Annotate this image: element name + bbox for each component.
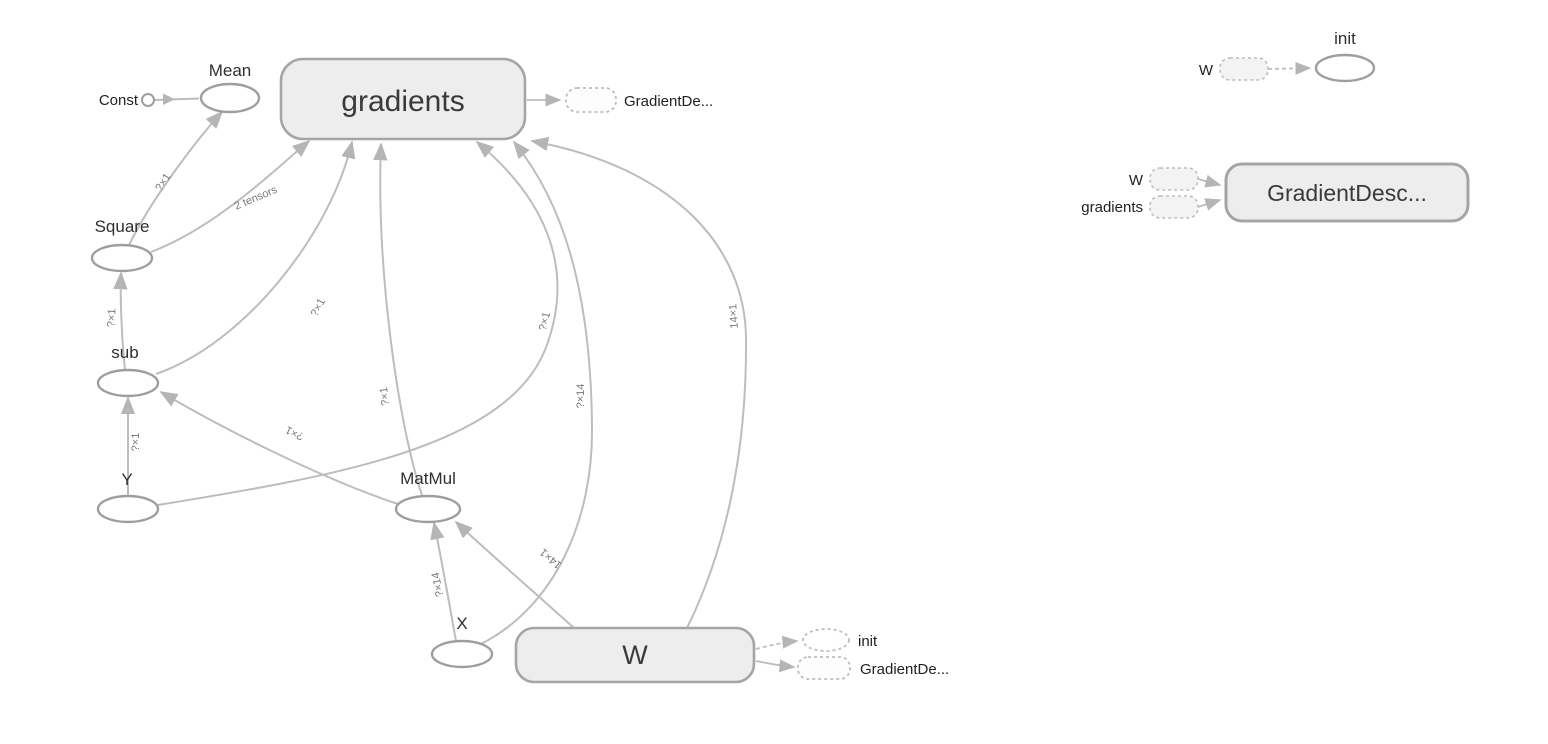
edge-label-matmul-sub: ?×1 (284, 423, 306, 442)
aux-gradientdescent-group[interactable]: W gradients GradientDesc... (1081, 162, 1470, 223)
edge-label-x-gradients: ?×14 (575, 384, 587, 409)
edge-label-sub-square: ?×1 (106, 308, 119, 327)
edge-label-w-gradients: 14×1 (727, 303, 741, 329)
w-gd-label: GradientDe... (860, 661, 949, 678)
edge-x-gradients (478, 140, 594, 646)
node-const-label: Const (99, 92, 139, 109)
node-gradients-label: gradients (341, 85, 464, 118)
node-sub[interactable]: sub (96, 343, 160, 398)
node-const-shape[interactable] (141, 93, 155, 107)
aux-gd-label: GradientDesc... (1267, 180, 1427, 206)
w-init-label: init (858, 633, 878, 650)
edge-matmul-gradients (373, 142, 423, 496)
node-x-label: X (456, 614, 467, 633)
edge-w-gradients (530, 136, 748, 629)
w-gd-stub[interactable] (797, 656, 851, 680)
node-matmul-shape[interactable] (394, 494, 462, 524)
edge-square-mean (128, 110, 224, 246)
aux-init-input-stub[interactable] (1219, 57, 1269, 81)
edge-x-matmul (430, 521, 457, 642)
aux-edge-w-init (1267, 61, 1312, 75)
edges (113, 93, 799, 673)
edge-label-matmul-gradients: ?×1 (378, 386, 392, 406)
node-gradients[interactable]: gradients (279, 57, 527, 141)
node-y-label: Y (121, 470, 132, 489)
aux-gd-input-w-label: W (1129, 172, 1144, 189)
edge-label-square-gradients: 2 tensors (233, 184, 280, 213)
edge-square-gradients (150, 139, 311, 253)
aux-init-group[interactable]: W init (1199, 29, 1376, 83)
node-matmul[interactable]: MatMul (394, 469, 462, 524)
edge-const-mean-arrow-icon (163, 93, 175, 105)
node-sub-shape[interactable] (96, 368, 160, 398)
node-mean-shape[interactable] (199, 82, 261, 114)
aux-edge-gradients-gd (1197, 198, 1222, 211)
edge-sub-gradients (155, 140, 356, 375)
edge-y-gradients (157, 140, 559, 506)
node-square-label: Square (95, 217, 150, 236)
node-y[interactable]: Y (96, 470, 160, 524)
aux-gd-shape[interactable] (1224, 162, 1470, 223)
edge-w-gradientdescent (755, 659, 796, 673)
edge-const-mean (154, 97, 200, 101)
node-w-label: W (622, 640, 648, 670)
aux-gd-input-w-stub[interactable] (1149, 167, 1199, 191)
edge-label-square-mean: ?×1 (153, 171, 173, 193)
aux-gd-input-gradients-label: gradients (1081, 199, 1143, 216)
edge-labels: ?×1 2 tensors ?×1 ?×1 ?×1 ?×1 ?×1 ?×1 ?×… (106, 171, 741, 598)
aux-gd-input-gradients-stub[interactable] (1149, 195, 1199, 219)
node-square-shape[interactable] (90, 243, 154, 273)
gradients-output-label: GradientDe... (624, 93, 713, 110)
edge-label-y-gradients: ?×1 (537, 311, 553, 332)
node-gradients-output-ref[interactable]: GradientDe... (565, 87, 713, 113)
node-mean-label: Mean (209, 61, 252, 80)
edge-label-x-matmul: ?×14 (430, 571, 447, 598)
node-x-shape[interactable] (430, 639, 494, 669)
edge-sub-square (113, 271, 128, 371)
edge-label-y-sub: ?×1 (130, 433, 142, 452)
node-w-init-ref[interactable]: init (802, 628, 878, 652)
node-w-shape[interactable] (514, 626, 756, 684)
node-w[interactable]: W (514, 626, 756, 684)
edge-w-init (755, 635, 799, 650)
node-w-gradientdescent-ref[interactable]: GradientDe... (797, 656, 949, 680)
aux-init-input-label: W (1199, 62, 1214, 79)
node-x[interactable]: X (430, 614, 494, 669)
node-const[interactable]: Const (99, 92, 155, 109)
node-gradients-shape[interactable] (279, 57, 527, 141)
gradients-output-stub[interactable] (565, 87, 617, 113)
node-y-shape[interactable] (96, 494, 160, 524)
node-matmul-label: MatMul (400, 469, 456, 488)
aux-edge-w-gd (1197, 174, 1222, 188)
w-init-stub[interactable] (802, 628, 850, 652)
aux-init-label: init (1334, 29, 1356, 48)
edge-label-sub-gradients: ?×1 (309, 297, 328, 319)
edge-w-matmul (454, 520, 575, 629)
node-mean[interactable]: Mean (199, 61, 261, 114)
node-sub-label: sub (111, 343, 138, 362)
edge-matmul-sub (159, 391, 399, 505)
edge-label-w-matmul: 14×1 (538, 546, 565, 571)
node-square[interactable]: Square (90, 217, 154, 273)
aux-init-shape[interactable] (1314, 53, 1376, 83)
